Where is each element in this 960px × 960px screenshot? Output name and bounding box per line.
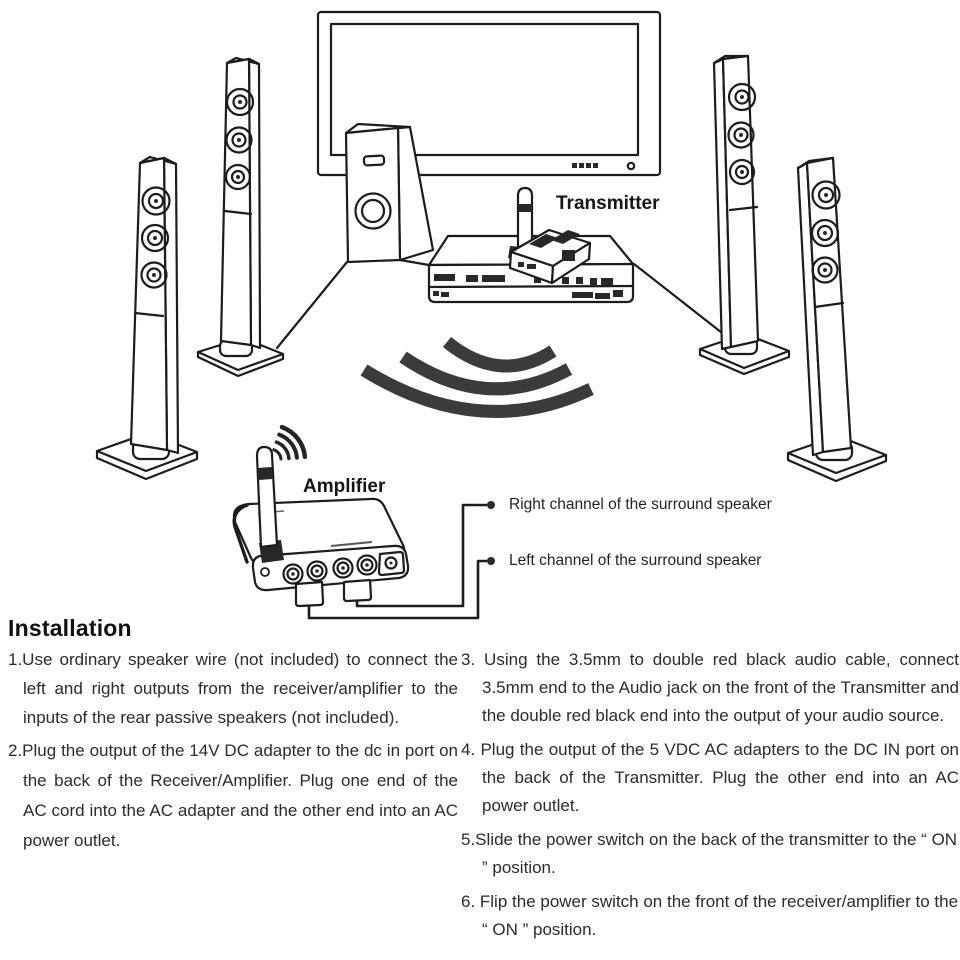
floor-line-left — [275, 260, 349, 350]
tower-speaker-front-left — [95, 155, 199, 481]
speaker-driver-icon — [224, 87, 255, 191]
setup-diagram: Transmitter Amplifier Right channel of t… — [95, 10, 888, 620]
terminal-plug-left — [294, 580, 325, 608]
diagram-art — [95, 10, 888, 620]
speaker-driver-icon — [727, 82, 757, 186]
left-channel-label: Left channel of the surround speaker — [509, 552, 762, 569]
tower-speaker-rear-right — [698, 54, 791, 376]
right-channel-label: Right channel of the surround speaker — [509, 496, 772, 513]
callout-dot-icon — [487, 557, 495, 565]
terminal-plug-right — [342, 578, 373, 603]
amplifier-label: Amplifier — [303, 476, 386, 497]
speaker-driver-icon — [140, 186, 171, 289]
amplifier-antenna-icon — [255, 445, 279, 549]
speaker-wire-left — [307, 557, 495, 620]
tv-power-led-icon — [626, 161, 636, 171]
instructions-right-column: 3. Using the 3.5mm to double red black a… — [461, 646, 959, 950]
floor-line-right — [632, 262, 728, 338]
callout-dot-icon — [487, 501, 495, 509]
dc-jack-icon — [377, 550, 406, 577]
transmitter-label: Transmitter — [556, 193, 660, 214]
transmitter-device — [508, 186, 592, 285]
speaker-wire-right — [355, 501, 495, 608]
floor-line-center — [398, 258, 431, 267]
instruction-step-5: 5.Slide the power switch on the back of … — [461, 830, 958, 877]
screw-icon — [260, 567, 270, 577]
vent-icon — [551, 230, 580, 244]
wifi-signal-icon — [360, 336, 594, 418]
instruction-step-1: 1.Use ordinary speaker wire (not include… — [8, 650, 458, 727]
amplifier-wifi-icon — [272, 424, 308, 461]
woofer-icon — [354, 192, 392, 230]
instruction-step-2: 2.Plug the output of the 14V DC adapter … — [8, 741, 458, 850]
installation-heading: Installation — [8, 615, 132, 641]
instruction-step-6: 6. Flip the power switch on the front of… — [461, 892, 959, 939]
instruction-step-3: 3. Using the 3.5mm to double red black a… — [461, 650, 959, 725]
instructions-left-column: 1.Use ordinary speaker wire (not include… — [8, 645, 458, 860]
subwoofer-speaker — [344, 122, 435, 264]
speaker-driver-icon — [810, 180, 841, 284]
amplifier-device — [232, 424, 410, 608]
vent-icon — [529, 234, 558, 248]
instruction-step-4: 4. Plug the output of the 5 VDC AC adapt… — [461, 740, 959, 815]
tower-speaker-front-right — [786, 156, 888, 483]
speaker-terminal-icon — [282, 554, 378, 585]
bass-port-icon — [362, 154, 386, 167]
transmitter-antenna-icon — [516, 186, 534, 252]
tower-speaker-rear-left — [196, 56, 285, 378]
